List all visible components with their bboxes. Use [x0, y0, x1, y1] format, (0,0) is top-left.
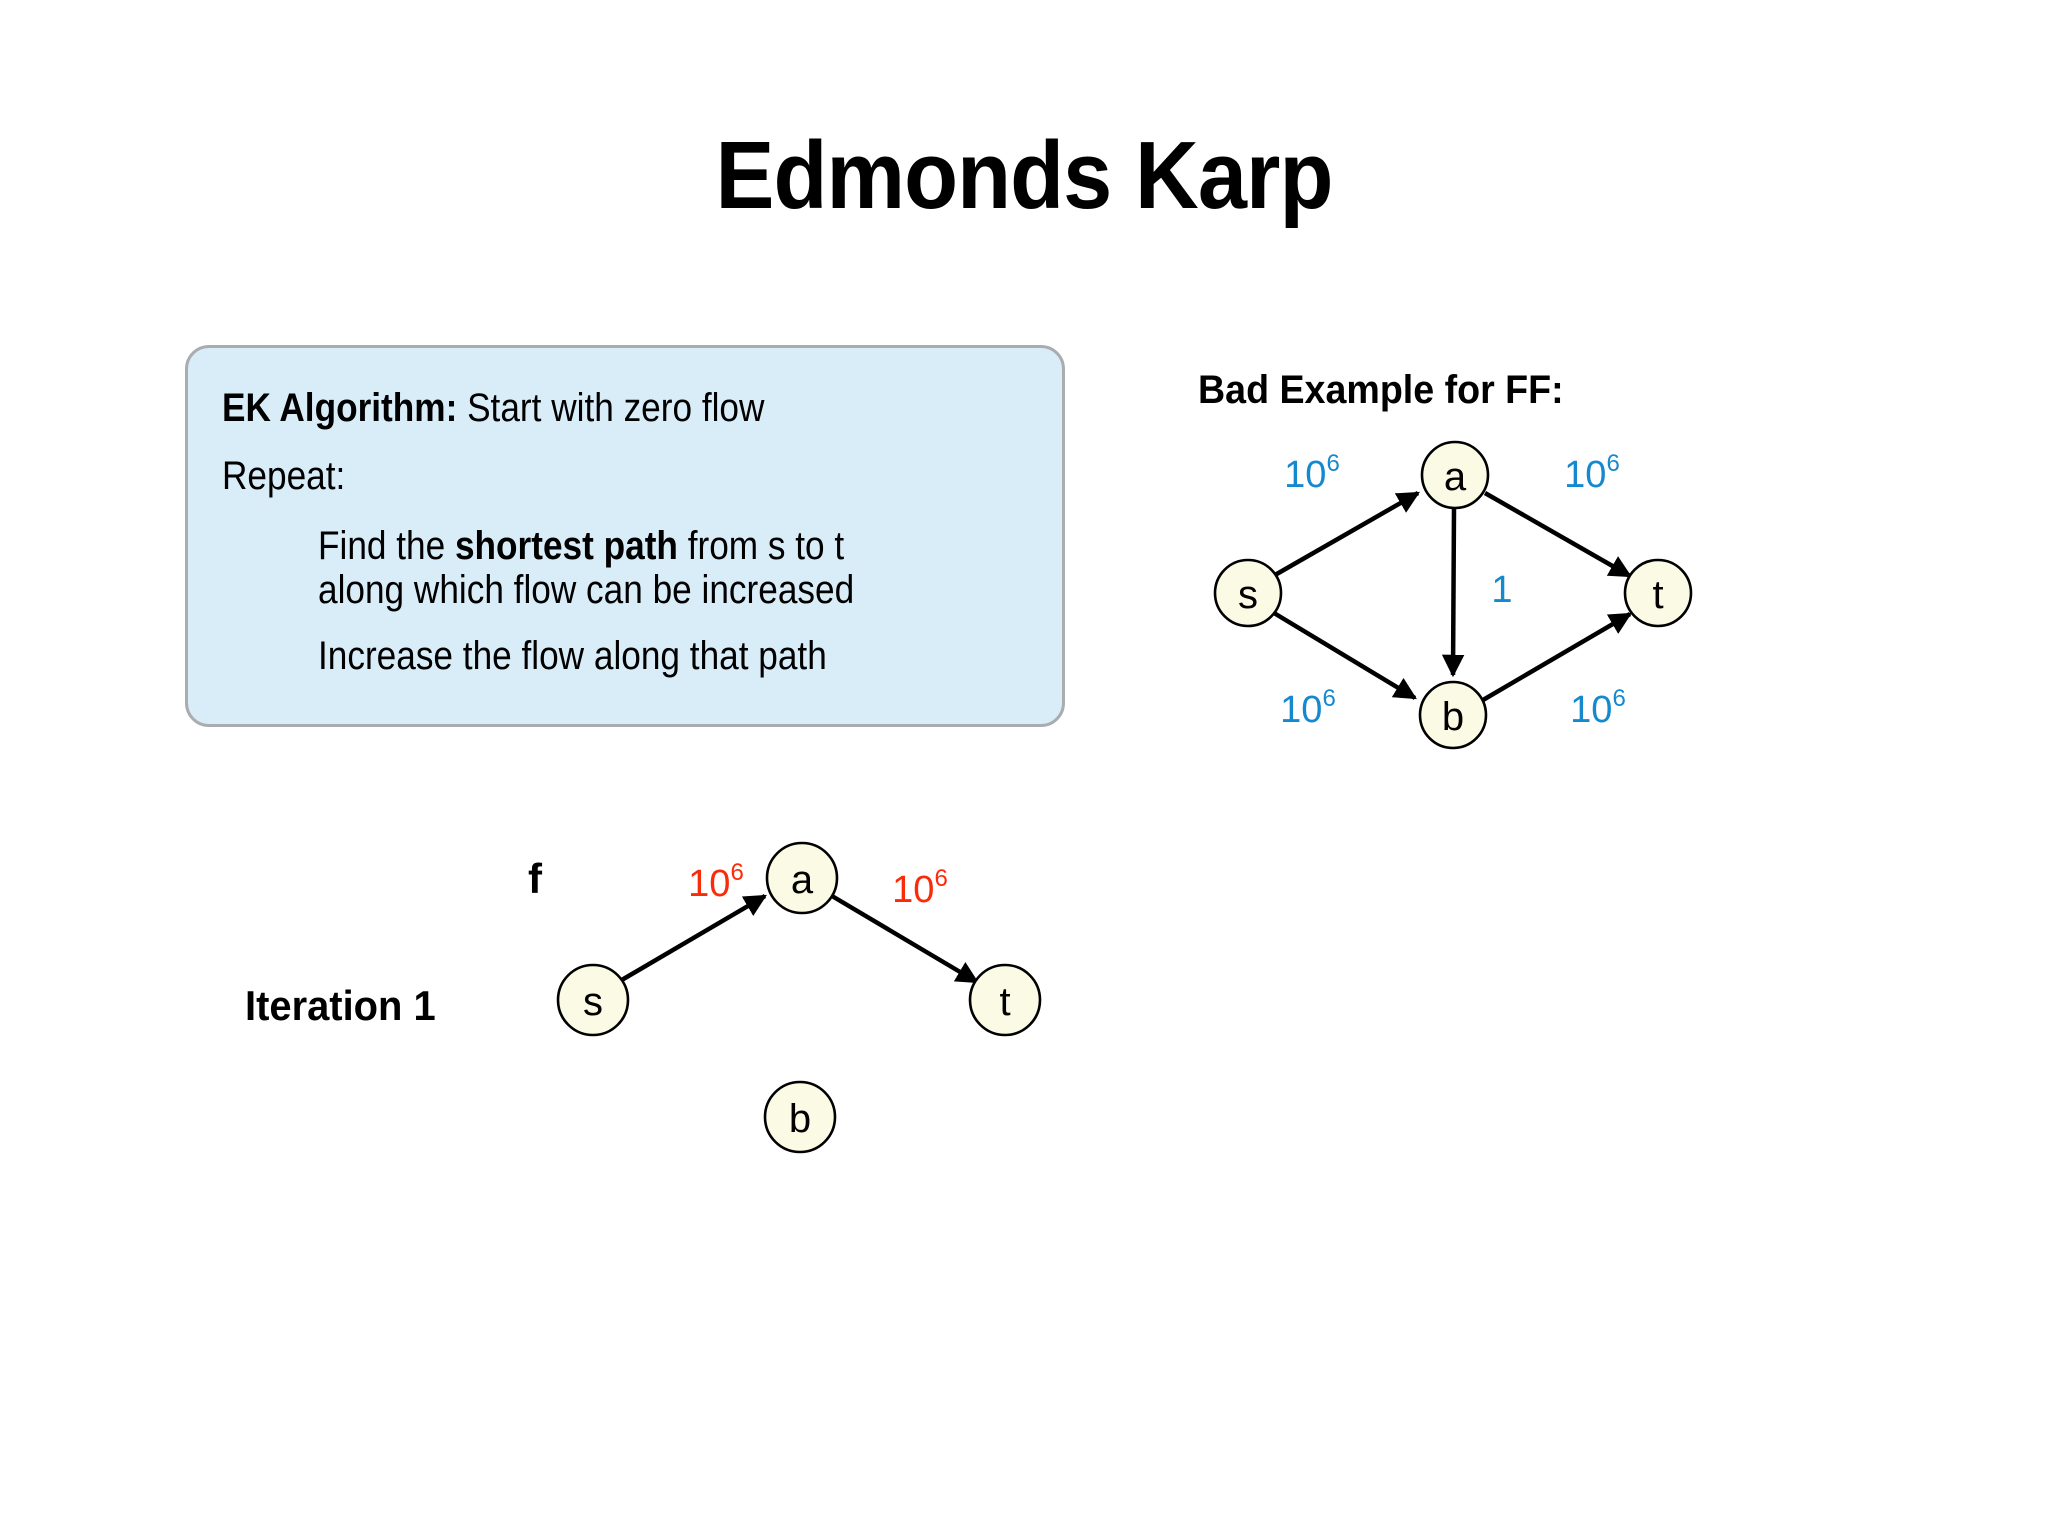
- edge-a-t: [1483, 491, 1632, 578]
- graph-node-s[interactable]: s: [556, 963, 630, 1037]
- bad-example-heading: Bad Example for FF:: [1198, 368, 1564, 412]
- iteration-label: Iteration 1: [245, 982, 436, 1029]
- page-title: Edmonds Karp: [715, 122, 1333, 229]
- graph-node-t[interactable]: t: [968, 963, 1042, 1037]
- edge-a-t: [830, 894, 979, 984]
- algorithm-heading-bold: EK Algorithm:: [222, 386, 458, 430]
- node-label-a: a: [791, 858, 814, 902]
- graph-node-s[interactable]: s: [1213, 558, 1283, 628]
- capacity-label-a-t: 106: [1564, 450, 1620, 497]
- capacity-label-b-t: 106: [1570, 685, 1626, 732]
- node-label-s: s: [1238, 573, 1258, 617]
- algorithm-repeat-label: Repeat:: [222, 454, 346, 498]
- graph-node-t[interactable]: t: [1623, 558, 1693, 628]
- graph-node-b[interactable]: b: [763, 1080, 837, 1154]
- algorithm-step-two: Increase the flow along that path: [318, 634, 827, 678]
- step-one-emphasis: shortest path: [454, 524, 678, 568]
- node-label-b: b: [789, 1097, 811, 1141]
- iteration-one-graph: 106 106 s a t b: [556, 841, 1042, 1154]
- bad-example-graph: 106 106 1 106 106 s a b t: [1213, 440, 1693, 750]
- node-label-t: t: [999, 980, 1010, 1024]
- algorithm-heading-rest: Start with zero flow: [457, 386, 765, 430]
- edge-s-a: [618, 894, 767, 983]
- algorithm-heading-line: EK Algorithm: Start with zero flow: [222, 388, 931, 428]
- node-label-a: a: [1444, 455, 1467, 499]
- iteration-graph-nodes: s a t b: [556, 841, 1042, 1154]
- algorithm-step-one-line-two: along which flow can be increased: [318, 568, 855, 612]
- graph-edges: [1272, 491, 1632, 702]
- edge-s-b: [1272, 611, 1417, 700]
- capacity-label-a-t: 106: [892, 865, 948, 912]
- node-circle-b: [763, 1080, 837, 1154]
- node-label-b: b: [1442, 695, 1464, 739]
- node-circle-t: [1623, 558, 1693, 628]
- node-circle-a: [1420, 440, 1490, 510]
- node-circle-a: [765, 841, 839, 915]
- capacity-label-a-b: 1: [1491, 569, 1512, 611]
- graph-node-a[interactable]: a: [1420, 440, 1490, 510]
- capacity-label-s-a: 106: [688, 859, 744, 906]
- graph-node-b[interactable]: b: [1418, 680, 1488, 750]
- algorithm-step-one-line-one: Find the shortest path from s to t: [318, 526, 943, 566]
- step-one-suffix: from s to t: [677, 524, 845, 568]
- graph-capacity-labels: 106 106 1 106 106: [1280, 450, 1626, 732]
- node-circle-t: [968, 963, 1042, 1037]
- flow-label: f: [528, 855, 542, 902]
- node-label-s: s: [583, 980, 603, 1024]
- graph-node-a[interactable]: a: [765, 841, 839, 915]
- node-circle-s: [1213, 558, 1283, 628]
- edge-a-b: [1441, 507, 1465, 678]
- node-label-t: t: [1652, 573, 1663, 617]
- ek-algorithm-callout: EK Algorithm: Start with zero flow Repea…: [185, 345, 1065, 727]
- iteration-graph-edges: [618, 894, 979, 984]
- edge-s-a: [1273, 491, 1420, 577]
- capacity-label-s-a: 106: [1284, 450, 1340, 497]
- edge-b-t: [1481, 612, 1632, 702]
- iteration-graph-capacity-labels: 106 106: [688, 859, 948, 912]
- node-circle-b: [1418, 680, 1488, 750]
- node-circle-s: [556, 963, 630, 1037]
- graph-nodes: s a b t: [1213, 440, 1693, 750]
- capacity-label-s-b: 106: [1280, 685, 1336, 732]
- step-one-prefix: Find the: [318, 524, 455, 568]
